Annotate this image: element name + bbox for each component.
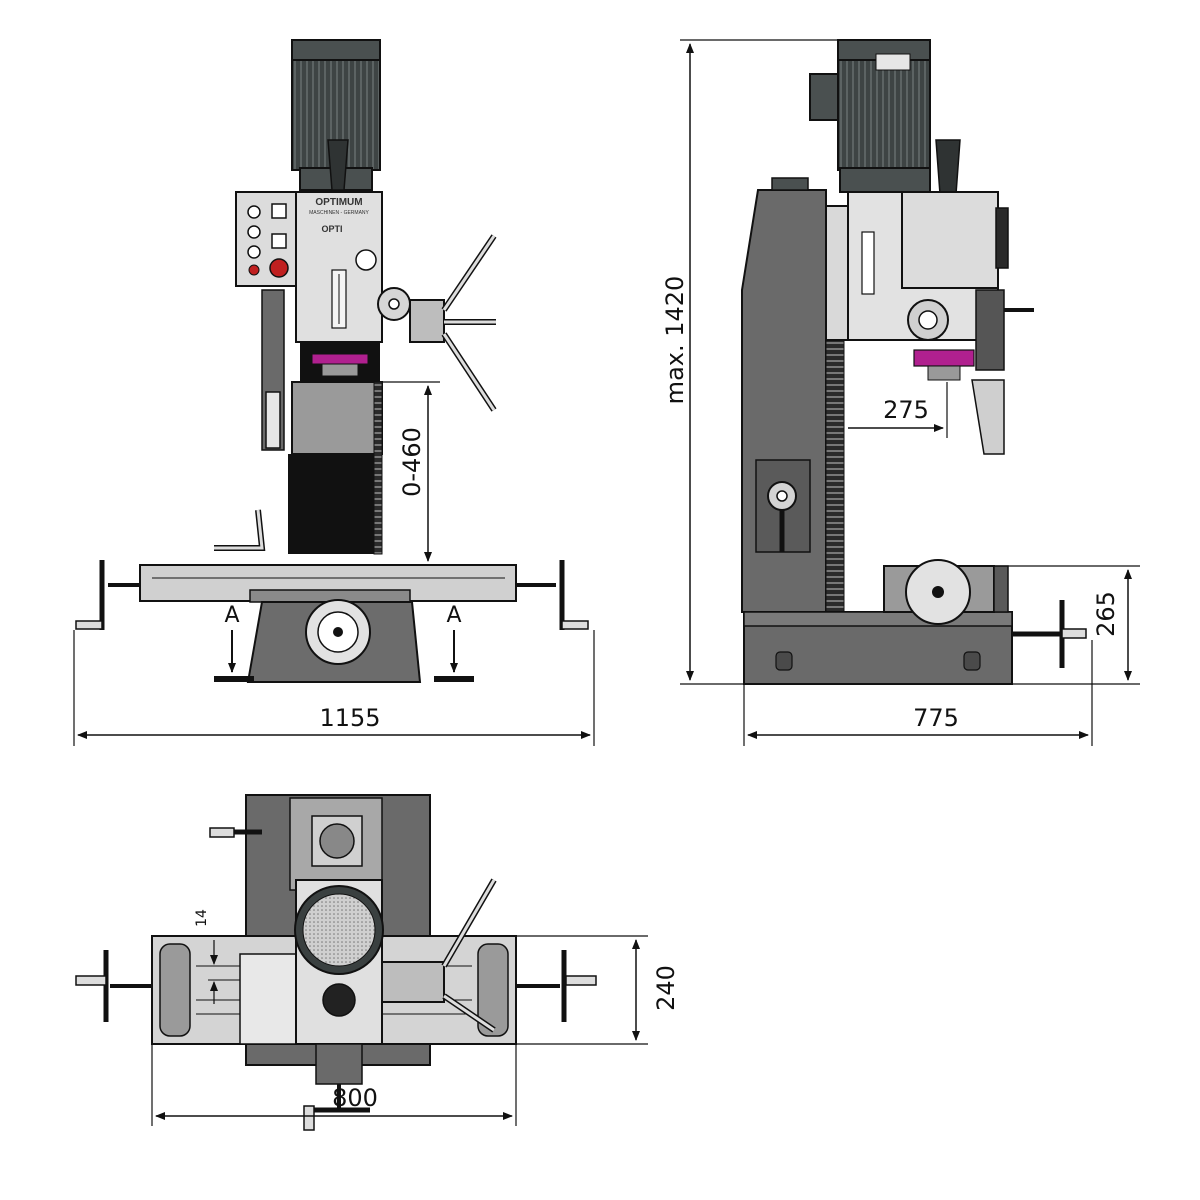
dim-label-table-height: 265: [1092, 591, 1120, 637]
side-motor: [809, 39, 961, 195]
dim-label-stroke: 0-460: [398, 427, 426, 497]
dim-label-slot: 14: [194, 909, 210, 927]
dimension-stroke: 0-460: [382, 381, 440, 566]
motor: [291, 39, 381, 191]
dim-label-table-width: 240: [652, 965, 680, 1011]
section-label-right: A: [446, 603, 461, 628]
side-view: max. 1420 275 265 775: [661, 39, 1140, 746]
column: [214, 289, 383, 555]
section-label-left: A: [224, 603, 239, 628]
dimension-depth: 775: [743, 640, 1093, 746]
dimension-table-length: 800: [151, 1044, 517, 1126]
brand-logo: OPTIMUM: [315, 197, 362, 208]
dimension-table-width: 240: [516, 935, 680, 1045]
top-view: 14 240 800: [75, 794, 680, 1131]
brand-subtitle: MASCHINEN - GERMANY: [309, 210, 369, 216]
dimension-throat: 275: [848, 382, 948, 438]
dim-label-width: 1155: [319, 704, 380, 732]
side-head: [825, 191, 1034, 455]
dimension-slot: 14: [194, 909, 240, 1004]
section-markers: A A: [224, 603, 462, 673]
feed-capstan: [377, 234, 497, 412]
dimension-table-height: 265: [994, 565, 1140, 685]
dim-label-depth: 775: [913, 704, 959, 732]
dim-label-height: max. 1420: [661, 276, 689, 405]
front-view: OPTIMUM MASCHINEN - GERMANY OPTI: [73, 39, 595, 746]
model-label: OPTI: [321, 224, 342, 234]
dimension-height: max. 1420: [661, 39, 840, 685]
dimension-width: 1155: [73, 630, 595, 746]
milling-head: OPTIMUM MASCHINEN - GERMANY OPTI: [295, 191, 383, 382]
dim-label-table-length: 800: [332, 1084, 378, 1112]
side-base: [743, 559, 1087, 685]
saddle-base: [214, 599, 474, 683]
top-head: [294, 878, 497, 1131]
table: [75, 560, 589, 630]
control-panel: [235, 191, 297, 287]
dim-label-throat: 275: [883, 396, 929, 424]
